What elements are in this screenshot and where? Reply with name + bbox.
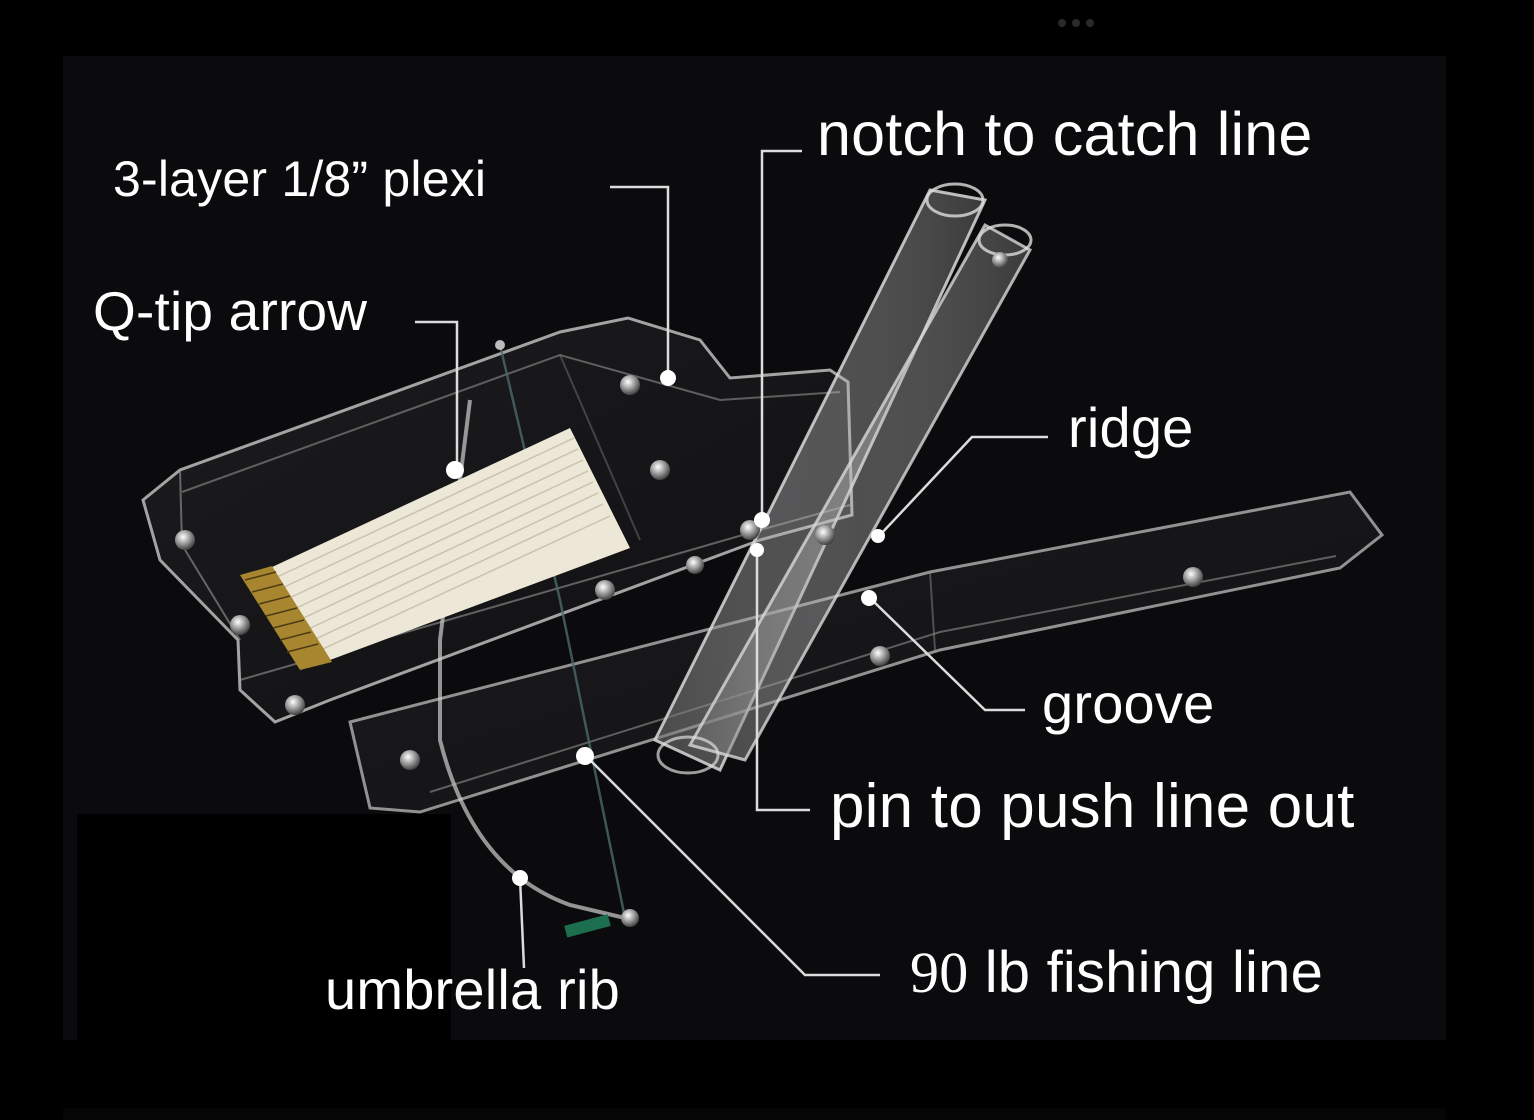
black-patch — [77, 814, 451, 1040]
label-pin: pin to push line out — [830, 772, 1355, 841]
label-groove: groove — [1042, 672, 1215, 735]
label-plexi: 3-layer 1/8” plexi — [113, 151, 487, 207]
label-qtip-arrow: Q-tip arrow — [93, 280, 368, 342]
fishing-line-and-rib — [438, 340, 639, 938]
screws — [175, 252, 1203, 770]
leader-lines — [415, 149, 1048, 977]
crossing-arms — [652, 182, 1033, 775]
label-umbrella-rib: umbrella rib — [325, 958, 620, 1021]
bottom-strip — [63, 1108, 1446, 1120]
label-fishing-line: 90 lb fishing line — [910, 944, 1323, 1002]
label-fishing-text: lb fishing line — [968, 940, 1324, 1005]
leader-dots — [446, 370, 885, 886]
label-fishing-number: 90 — [910, 940, 969, 1005]
qtip-arrows — [240, 428, 630, 670]
label-notch: notch to catch line — [817, 100, 1313, 168]
window-dots-icon — [1058, 14, 1106, 27]
label-ridge: ridge — [1068, 396, 1194, 459]
lower-lever — [348, 490, 1385, 814]
